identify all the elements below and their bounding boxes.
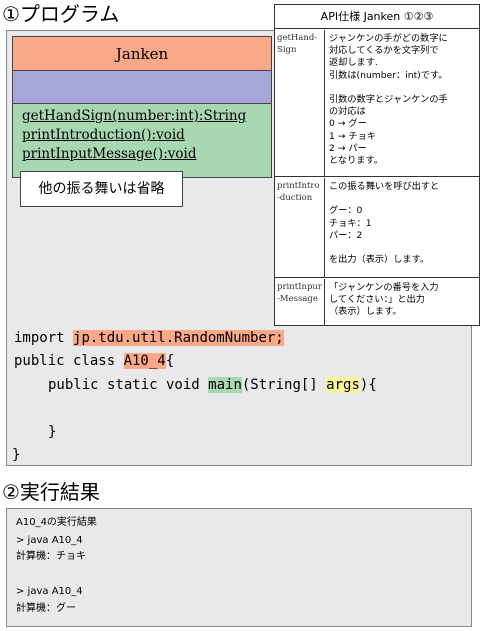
api-spec-table: API仕様 Janken ①②③ getHand-Sign ジャンケンの手がどの… <box>274 4 480 326</box>
uml-class-box: Janken getHandSign(number:int):String pr… <box>12 36 272 178</box>
api-method-name: getHand-Sign <box>275 30 325 176</box>
code-line-method-close: } <box>48 424 57 440</box>
result-line: > java A10_4 <box>16 586 83 597</box>
code-line-main: public static void main(String[] args){ <box>48 374 377 396</box>
api-method-name: printIntro-duction <box>275 178 325 277</box>
api-desc-line: してください：」と出力 <box>329 294 425 306</box>
args-name: args <box>326 377 360 393</box>
api-method-description: 「ジャンケンの番号を入力 してください：」と出力 （表示）します。 <box>329 282 479 319</box>
uml-attributes-section <box>13 71 271 104</box>
api-desc-line: となります。 <box>329 155 383 167</box>
api-row-printintroduction: printIntro-duction この振る舞いを呼び出すと グー：0 チョキ… <box>275 178 479 278</box>
method-name: main <box>208 377 242 393</box>
result-line: 計算機：チョキ <box>16 551 86 562</box>
api-spec-title: API仕様 Janken ①②③ <box>275 5 479 29</box>
api-row-printinputmessage: printInpur-Message 「ジャンケンの番号を入力 してください：」… <box>275 279 479 325</box>
uml-methods-section: getHandSign(number:int):String printIntr… <box>13 104 271 177</box>
api-desc-line: グー：0 <box>329 205 363 217</box>
api-desc-line: ジャンケンの手がどの数字に <box>329 33 448 44</box>
brace-open: { <box>165 353 175 369</box>
keyword-import: import <box>14 330 74 346</box>
api-desc-line: 対応してくるかを文字列で <box>329 45 439 57</box>
code-line-class: public class A10_4{ <box>14 350 174 372</box>
api-desc-line: を出力（表示）します。 <box>329 254 430 266</box>
api-row-gethandsign: getHand-Sign ジャンケンの手がどの数字に 対応してくるかを文字列で … <box>275 30 479 177</box>
api-desc-line <box>329 193 479 205</box>
api-desc-line: 0 → グー <box>329 118 367 130</box>
api-desc-line <box>329 242 479 254</box>
api-method-description: ジャンケンの手がどの数字に 対応してくるかを文字列で 返却します. 引数は(nu… <box>329 33 479 167</box>
uml-class-name: Janken <box>13 37 271 71</box>
api-method-description: この振る舞いを呼び出すと グー：0 チョキ：1 パー：2 を出力（表示）します。 <box>329 181 479 266</box>
code-line-import: import jp.tdu.util.RandomNumber; <box>14 327 284 349</box>
api-desc-line: 返却します. <box>329 57 378 69</box>
api-desc-line: パー：2 <box>329 229 363 241</box>
uml-method-gethandsign: getHandSign(number:int):String <box>22 108 247 124</box>
api-desc-line: 2 → パー <box>329 142 367 154</box>
api-desc-line: の対応は <box>329 106 366 118</box>
result-caption: A10_4の実行結果 <box>16 517 97 528</box>
section-title-program: ①プログラム <box>2 2 120 26</box>
result-panel: A10_4の実行結果 > java A10_4 計算機：チョキ > java A… <box>6 508 472 627</box>
section-title-result: ②実行結果 <box>2 480 100 504</box>
omitted-behaviors-note: 他の振る舞いは省略 <box>20 171 183 207</box>
api-desc-line: 引数の数字とジャンケンの手 <box>329 94 448 105</box>
class-name: A10_4 <box>123 353 166 369</box>
api-desc-line: チョキ：1 <box>329 217 372 229</box>
class-declaration: public class <box>14 353 124 369</box>
uml-method-printintroduction: printIntroduction():void <box>22 127 185 143</box>
api-desc-line: （表示）します。 <box>329 306 402 318</box>
code-line-class-close: } <box>12 447 21 463</box>
api-method-name: printInpur-Message <box>275 279 325 325</box>
method-declaration: public static void <box>48 377 209 393</box>
api-desc-line: 引数は(number：int)です。 <box>329 69 448 81</box>
uml-method-printinputmessage: printInputMessage():void <box>22 146 197 162</box>
import-package: jp.tdu.util.RandomNumber; <box>73 330 284 346</box>
api-desc-line: この振る舞いを呼び出すと <box>329 181 440 192</box>
result-line: 計算機：グー <box>16 603 76 614</box>
api-desc-line: 「ジャンケンの番号を入力 <box>329 282 439 293</box>
method-params: (String[] <box>241 377 327 393</box>
brace-open: ){ <box>359 377 377 393</box>
api-desc-line: 1 → チョキ <box>329 130 376 142</box>
result-line: > java A10_4 <box>16 535 83 546</box>
api-desc-line <box>329 82 479 94</box>
